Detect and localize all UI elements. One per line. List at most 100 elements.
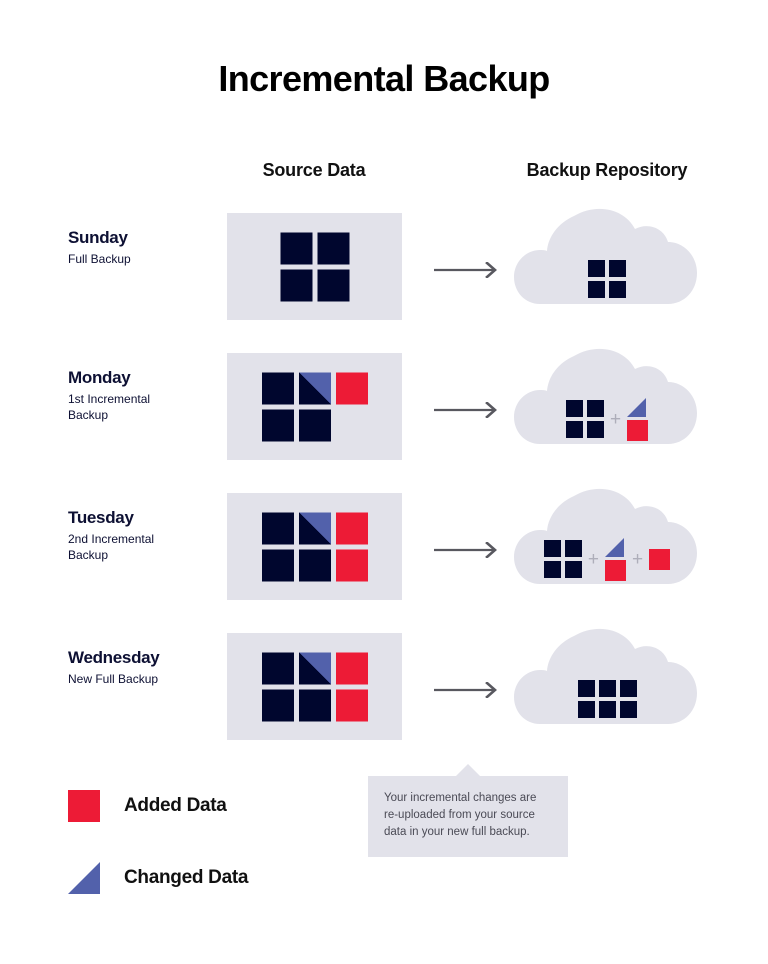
backup-repository-cloud <box>512 202 702 338</box>
source-tile-unchanged <box>298 549 331 581</box>
source-tile-grid <box>261 512 368 581</box>
repository-tile-unchanged <box>577 680 595 697</box>
increment-group-1 <box>605 537 626 581</box>
source-tile-grid <box>261 652 368 721</box>
cloud-icon <box>514 348 697 444</box>
repository-tile-unchanged <box>619 701 637 718</box>
plus-icon: + <box>609 408 622 430</box>
source-tile-unchanged <box>261 409 294 441</box>
cloud-contents <box>512 622 702 758</box>
tooltip-pointer-icon <box>455 764 481 777</box>
source-tile-changed <box>298 652 331 684</box>
source-tile-grid <box>280 232 349 301</box>
backup-repository-cloud <box>512 622 702 758</box>
repository-tile-unchanged <box>619 680 637 697</box>
cloud-contents: + <box>512 342 702 478</box>
tooltip-callout: Your incremental changes are re-uploaded… <box>368 776 568 857</box>
red-square-icon <box>649 548 671 570</box>
repository-tile-unchanged <box>577 701 595 718</box>
legend-label-changed-data: Changed Data <box>124 867 249 888</box>
repository-tile-unchanged <box>588 260 605 277</box>
source-tile-unchanged <box>298 689 331 721</box>
legend-item-changed-data: Changed Data <box>68 862 248 894</box>
backup-row-monday: Monday 1st Incremental Backup + <box>0 340 768 480</box>
source-tile-unchanged <box>317 232 349 264</box>
repository-tile-unchanged <box>598 680 616 697</box>
red-square-icon <box>605 559 626 581</box>
repository-base-grid <box>588 260 626 298</box>
source-data-panel <box>227 493 402 600</box>
source-tile-unchanged <box>280 269 312 301</box>
arrow-right-icon <box>434 682 497 698</box>
red-square-icon <box>68 790 100 822</box>
source-tile-unchanged <box>261 549 294 581</box>
plus-icon: + <box>632 548 644 570</box>
blue-triangle-icon <box>627 397 647 417</box>
repository-base-grid <box>577 680 637 718</box>
row-subtitle: 1st Incremental Backup <box>68 392 151 422</box>
repository-tile-unchanged <box>609 260 626 277</box>
repository-tile-unchanged <box>586 400 604 417</box>
column-header-backup-repository: Backup Repository <box>526 160 688 180</box>
row-subtitle: 2nd Incremental Backup <box>68 532 155 562</box>
row-subtitle: Full Backup <box>68 252 131 266</box>
backup-repository-cloud: ++ <box>512 482 702 618</box>
repository-tile-unchanged <box>564 540 582 557</box>
repository-tile-unchanged <box>543 561 561 578</box>
repository-tile-unchanged <box>598 701 616 718</box>
repository-tile-unchanged <box>565 421 583 438</box>
blue-triangle-icon <box>68 862 100 894</box>
source-data-panel <box>227 353 402 460</box>
repository-base-grid <box>543 540 582 578</box>
repository-tile-unchanged <box>588 281 605 298</box>
column-header-source-data: Source Data <box>262 160 366 180</box>
red-square-icon <box>627 419 649 441</box>
source-tile-unchanged <box>261 512 294 544</box>
source-tile-changed <box>298 372 331 404</box>
source-data-panel <box>227 633 402 740</box>
page-title: Incremental Backup <box>218 58 550 99</box>
arrow-right-icon <box>434 542 497 558</box>
row-day-name: Monday <box>68 368 131 387</box>
backup-repository-cloud: + <box>512 342 702 478</box>
legend-label-added-data: Added Data <box>124 795 227 816</box>
legend-item-added-data: Added Data <box>68 790 227 822</box>
source-tile-grid <box>261 372 368 441</box>
source-data-panel <box>227 213 402 320</box>
plus-icon: + <box>587 548 599 570</box>
repository-tile-unchanged <box>586 421 604 438</box>
repository-base-grid <box>565 400 604 438</box>
row-label-tuesday: Tuesday 2nd Incremental Backup <box>68 508 218 563</box>
source-tile-unchanged <box>317 269 349 301</box>
cloud-contents: ++ <box>512 482 702 618</box>
source-tile-unchanged <box>298 409 331 441</box>
cloud-icon <box>514 208 697 304</box>
row-day-name: Sunday <box>68 228 128 247</box>
row-day-name: Wednesday <box>68 648 160 667</box>
repository-tile-unchanged <box>565 400 583 417</box>
source-tile-placeholder <box>336 409 368 441</box>
cloud-icon <box>514 628 697 724</box>
row-label-monday: Monday 1st Incremental Backup <box>68 368 218 423</box>
source-tile-added <box>335 512 368 544</box>
row-subtitle: New Full Backup <box>68 672 159 686</box>
source-tile-unchanged <box>261 652 294 684</box>
source-tile-changed <box>298 512 331 544</box>
repository-tile-unchanged <box>609 281 626 298</box>
increment-group-1 <box>627 397 649 441</box>
source-tile-added <box>335 652 368 684</box>
source-tile-unchanged <box>280 232 312 264</box>
cloud-contents <box>512 202 702 338</box>
repository-tile-unchanged <box>543 540 561 557</box>
row-day-name: Tuesday <box>68 508 134 527</box>
arrow-right-icon <box>434 262 497 278</box>
source-tile-unchanged <box>261 689 294 721</box>
arrow-right-icon <box>434 402 497 418</box>
source-tile-added <box>335 372 368 404</box>
increment-group-2 <box>649 548 671 570</box>
